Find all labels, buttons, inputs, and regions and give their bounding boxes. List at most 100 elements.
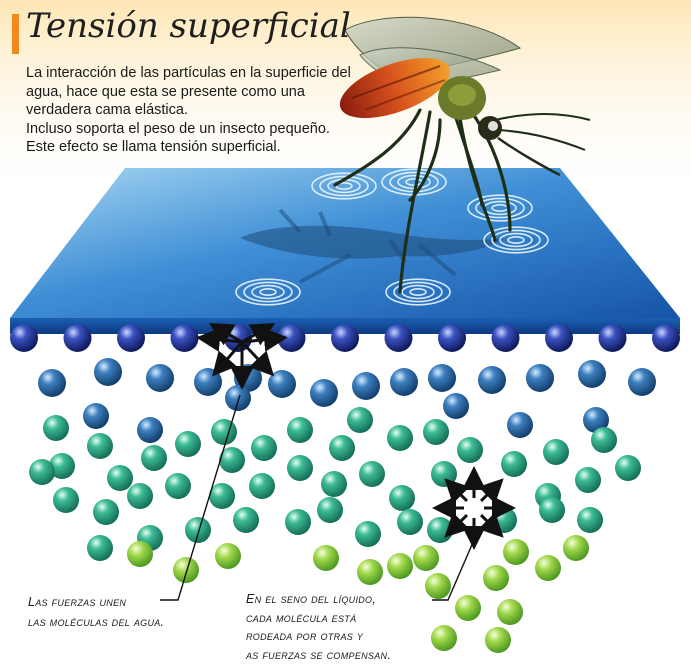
water-molecule (313, 545, 339, 571)
water-molecule (413, 545, 439, 571)
water-molecule (251, 435, 277, 461)
water-molecule (87, 535, 113, 561)
title-accent-bar (12, 14, 19, 54)
water-molecule (591, 427, 617, 453)
water-molecule (485, 627, 511, 653)
water-molecule (137, 417, 163, 443)
water-molecule (211, 419, 237, 445)
water-molecule (427, 517, 453, 543)
force-arrow (481, 483, 499, 501)
intro-line: agua, hace que esta se presente como una (26, 83, 356, 102)
water-molecule (599, 324, 627, 352)
water-molecule (94, 358, 122, 386)
water-molecule (53, 487, 79, 513)
water-molecule (389, 485, 415, 511)
water-molecule (268, 370, 296, 398)
water-molecule (317, 497, 343, 523)
water-molecule (87, 433, 113, 459)
page-title: Tensión superficial (26, 6, 351, 46)
water-molecule (563, 535, 589, 561)
water-molecule (615, 455, 641, 481)
water-molecule (347, 407, 373, 433)
water-molecule (483, 565, 509, 591)
water-molecule (117, 324, 145, 352)
water-molecule (215, 543, 241, 569)
water-molecule (575, 467, 601, 493)
water-molecule (385, 324, 413, 352)
water-molecule (141, 445, 167, 471)
water-molecule (355, 521, 381, 547)
water-molecule (329, 435, 355, 461)
water-molecule (503, 539, 529, 565)
water-molecule (492, 324, 520, 352)
water-molecule (478, 366, 506, 394)
water-molecule (357, 559, 383, 585)
label-line: En el seno del líquido, (246, 590, 391, 609)
water-molecule (390, 368, 418, 396)
water-molecule (173, 557, 199, 583)
water-molecule (628, 368, 656, 396)
water-molecule (352, 372, 380, 400)
water-molecule (455, 595, 481, 621)
label-line: cada molécula está (246, 609, 391, 628)
water-molecule (578, 360, 606, 388)
water-molecule (38, 369, 66, 397)
water-molecule (497, 599, 523, 625)
label-line: as fuerzas se compensan. (246, 646, 391, 665)
water-molecule (249, 473, 275, 499)
water-molecule (425, 573, 451, 599)
label-line: rodeada por otras y (246, 627, 391, 646)
water-molecule (539, 497, 565, 523)
water-molecule (171, 324, 199, 352)
water-molecule (287, 455, 313, 481)
water-molecule (387, 425, 413, 451)
water-molecule (107, 465, 133, 491)
water-molecule (127, 483, 153, 509)
water-molecule (185, 517, 211, 543)
water-molecule (652, 324, 680, 352)
water-molecule (233, 507, 259, 533)
force-arrow (449, 483, 467, 501)
water-molecule (526, 364, 554, 392)
water-molecule (438, 324, 466, 352)
water-molecule (535, 555, 561, 581)
water-molecule (397, 509, 423, 535)
water-molecule (577, 507, 603, 533)
label-line: las moléculas del agua. (28, 612, 164, 632)
water-molecule (431, 461, 457, 487)
water-molecule (127, 541, 153, 567)
intro-line: La interacción de las partículas en la s… (26, 64, 356, 83)
intro-paragraph: La interacción de las partículas en la s… (26, 64, 356, 157)
bulk-forces-label: En el seno del líquido, cada molécula es… (246, 590, 391, 664)
water-molecule (545, 324, 573, 352)
water-molecule (457, 437, 483, 463)
water-molecule (287, 417, 313, 443)
water-molecule (29, 459, 55, 485)
intro-line: verdadera cama elástica. (26, 101, 356, 120)
water-molecule (10, 324, 38, 352)
water-molecule (423, 419, 449, 445)
water-molecule (165, 473, 191, 499)
water-molecule (507, 412, 533, 438)
water-molecule (175, 431, 201, 457)
water-molecule (387, 553, 413, 579)
water-molecule (331, 324, 359, 352)
water-molecule (359, 461, 385, 487)
surface-forces-label: Las fuerzas unen las moléculas del agua. (28, 592, 164, 632)
intro-line: Incluso soporta el peso de un insecto pe… (26, 120, 356, 139)
water-molecule (431, 625, 457, 651)
label-line: Las fuerzas unen (28, 592, 164, 612)
water-molecule (501, 451, 527, 477)
water-molecule (146, 364, 174, 392)
water-molecule (225, 385, 251, 411)
water-molecule (443, 393, 469, 419)
water-molecule (64, 324, 92, 352)
water-molecule (93, 499, 119, 525)
water-molecule (43, 415, 69, 441)
water-molecule (321, 471, 347, 497)
water-molecule (285, 509, 311, 535)
intro-line: Este efecto se llama tensión superficial… (26, 138, 356, 157)
water-molecule (543, 439, 569, 465)
water-molecule (428, 364, 456, 392)
